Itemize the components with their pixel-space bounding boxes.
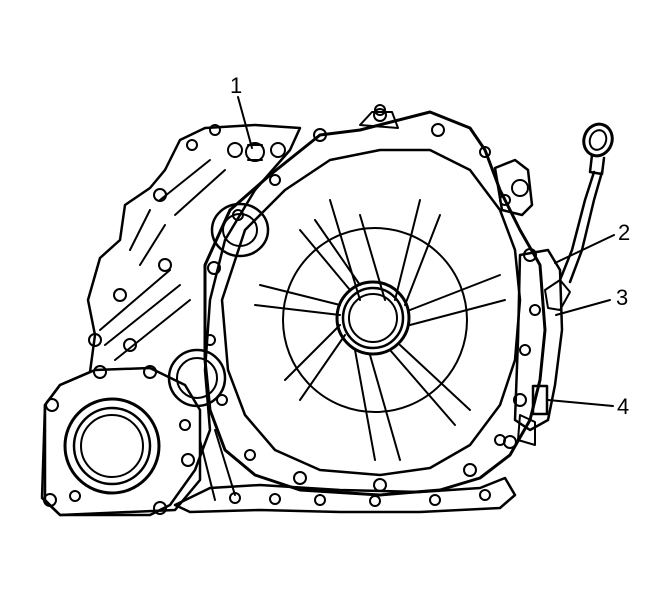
lower-rail bbox=[173, 476, 517, 514]
transmission-case-left bbox=[40, 123, 302, 517]
sensor-fitting bbox=[544, 279, 571, 311]
center-hub bbox=[335, 280, 411, 356]
callout-leaders bbox=[237, 96, 615, 407]
callout-2-label: 2 bbox=[618, 220, 630, 245]
callout-1-leader bbox=[237, 96, 253, 149]
right-side-components bbox=[493, 122, 614, 449]
harness-connector bbox=[493, 158, 534, 217]
bellhousing bbox=[203, 104, 547, 497]
differential-bore bbox=[63, 397, 161, 495]
bolt-bosses-left bbox=[43, 124, 221, 515]
dipstick-tube bbox=[558, 170, 596, 282]
callout-1-label: 1 bbox=[230, 73, 242, 98]
callout-4-leader bbox=[547, 399, 614, 407]
callout-3-leader bbox=[555, 299, 611, 316]
fitting-top bbox=[227, 142, 286, 162]
bellhousing-ribs bbox=[254, 199, 506, 461]
dipstick-handle bbox=[582, 122, 614, 158]
callout-2-leader bbox=[554, 234, 615, 264]
callout-4-label: 4 bbox=[617, 394, 629, 419]
callout-3-label: 3 bbox=[616, 285, 628, 310]
